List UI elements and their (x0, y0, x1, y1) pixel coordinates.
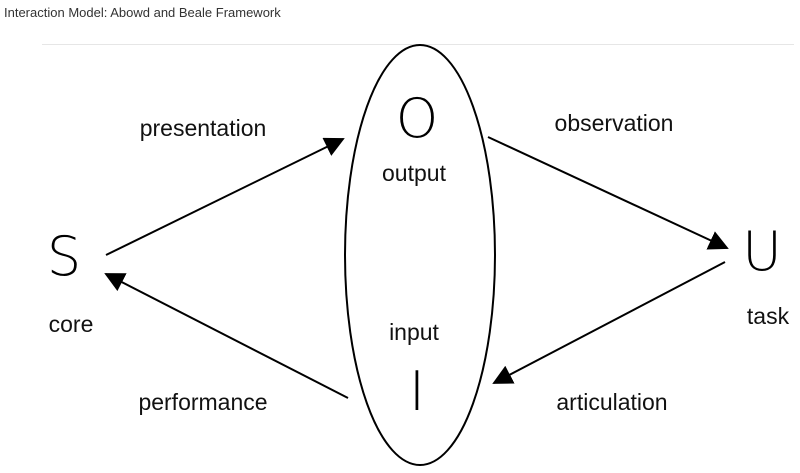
articulation-arrow (492, 261, 726, 384)
input-node-label: input (389, 319, 439, 345)
interface-ellipse (344, 44, 496, 466)
presentation-label: presentation (140, 115, 267, 141)
presentation-arrow (105, 137, 345, 256)
user-node-label: task (747, 303, 790, 329)
system-node-label: core (49, 311, 94, 337)
observation-label: observation (555, 110, 674, 136)
input-node-letter: I (409, 360, 425, 423)
output-node-label: output (382, 160, 447, 186)
output-node-letter: O (396, 87, 439, 150)
page-title: Interaction Model: Abowd and Beale Frame… (4, 5, 281, 20)
system-node-letter: S (47, 225, 81, 288)
performance-arrow (104, 273, 349, 399)
observation-arrow (487, 136, 729, 250)
user-node-letter: U (742, 220, 782, 283)
performance-label: performance (138, 389, 267, 415)
articulation-label: articulation (556, 389, 667, 415)
